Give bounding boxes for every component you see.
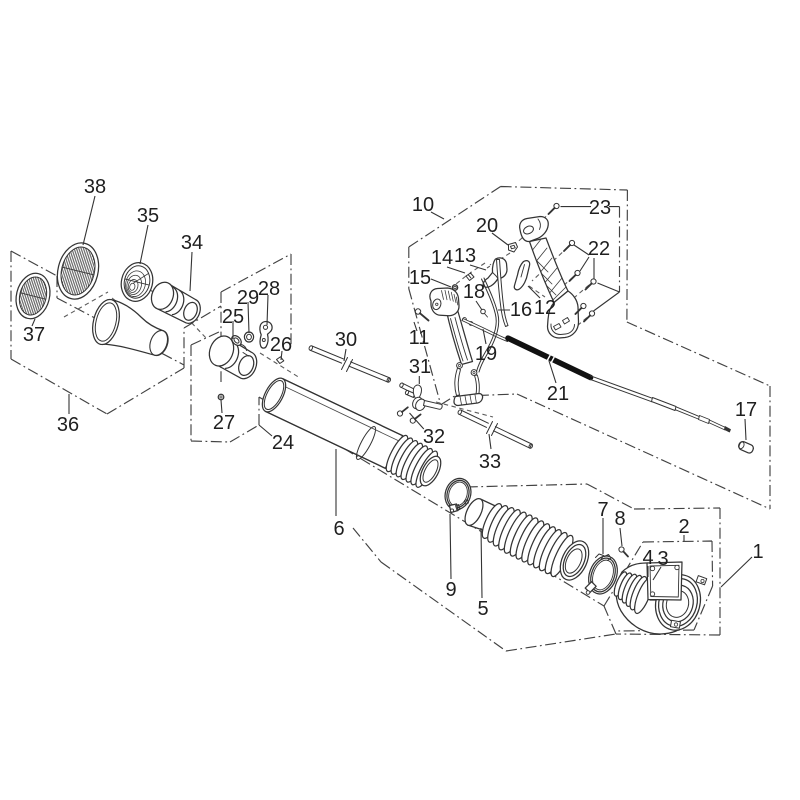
svg-text:18: 18 [463,281,485,303]
svg-text:24: 24 [272,432,294,454]
svg-text:23: 23 [589,197,611,219]
svg-text:32: 32 [423,426,445,448]
svg-text:33: 33 [479,451,501,473]
svg-text:1: 1 [752,541,763,563]
svg-text:13: 13 [454,245,476,267]
svg-text:20: 20 [476,215,498,237]
svg-text:16: 16 [510,299,532,321]
svg-text:11: 11 [409,327,430,349]
svg-text:12: 12 [534,297,556,319]
svg-text:38: 38 [84,176,106,198]
svg-text:3: 3 [657,548,668,570]
svg-text:10: 10 [412,194,434,216]
svg-text:29: 29 [237,287,259,309]
svg-text:37: 37 [23,324,45,346]
svg-text:36: 36 [57,414,79,436]
svg-text:8: 8 [614,508,625,530]
svg-text:7: 7 [597,499,608,521]
svg-text:14: 14 [431,247,453,269]
svg-text:35: 35 [137,205,159,227]
svg-text:15: 15 [409,267,431,289]
svg-text:34: 34 [181,232,203,254]
svg-text:30: 30 [335,329,357,351]
svg-text:2: 2 [678,516,689,538]
svg-text:31: 31 [409,356,431,378]
svg-text:5: 5 [477,598,488,620]
svg-text:21: 21 [547,383,569,405]
svg-text:9: 9 [445,579,456,601]
svg-text:19: 19 [475,343,497,365]
svg-text:28: 28 [258,278,280,300]
svg-text:6: 6 [333,518,344,540]
svg-text:26: 26 [270,334,292,356]
svg-text:22: 22 [588,238,610,260]
svg-text:4: 4 [642,547,653,569]
svg-text:25: 25 [222,306,244,328]
svg-text:27: 27 [213,412,235,434]
svg-text:17: 17 [735,399,757,421]
